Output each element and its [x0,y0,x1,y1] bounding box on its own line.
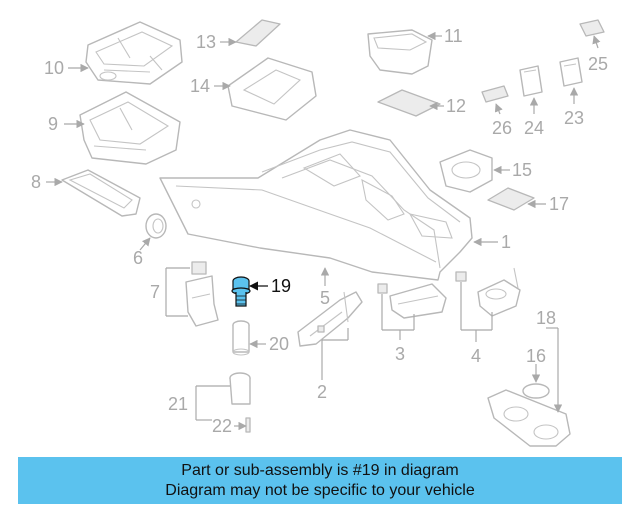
callout-9-label: 9 [48,114,58,134]
part-17-mat [487,187,535,211]
part-9-console-tray [79,91,181,165]
part-25-plug [579,19,605,37]
callout-14-label: 14 [190,76,210,96]
callout-14: 14 [190,76,231,96]
callout-26: 26 [492,103,512,138]
callout-5: 5 [320,267,330,308]
part-2-bracket [297,291,363,347]
callout-18: 18 [536,308,563,413]
callout-16: 16 [526,346,546,383]
callout-7-label: 7 [150,282,160,302]
callout-6-label: 6 [133,248,143,268]
callout-21-label: 21 [168,394,188,414]
callout-19-label: 19 [271,276,291,296]
callout-11-label: 11 [444,26,463,46]
callout-7: 7 [150,267,190,317]
callout-4: 4 [460,282,493,366]
callout-10: 10 [44,58,89,78]
callout-1-label: 1 [501,232,511,252]
part-4-bracket [455,267,521,317]
callout-13: 13 [196,32,237,52]
callout-25-label: 25 [588,54,608,74]
callout-21: 21 [168,385,230,421]
callout-3-label: 3 [395,344,405,364]
callout-19: 19 [249,276,291,296]
part-13-pad [235,19,281,47]
callout-18-label: 18 [536,308,556,328]
callout-6: 6 [133,237,151,268]
callout-24: 24 [524,97,544,138]
callout-13-label: 13 [196,32,216,52]
part-22-pin [245,417,251,433]
callout-22: 22 [212,416,247,436]
callout-12-label: 12 [446,96,466,116]
callout-8: 8 [31,172,63,192]
part-8-trim-panel [61,169,141,217]
part-18-insert [487,389,571,447]
part-6-round-cover [145,213,167,239]
part-1-console-body [159,129,473,281]
callout-5-label: 5 [320,288,330,308]
part-23-switch [559,57,583,87]
callout-17-label: 17 [549,194,569,214]
callout-26-label: 26 [492,118,512,138]
callout-11: 11 [427,26,463,46]
part-14-liner [227,57,317,121]
part-19-bolt [231,276,251,307]
callout-20-label: 20 [269,334,289,354]
part-3-bracket [377,283,447,319]
part-7-bracket [185,261,219,327]
callout-20: 20 [249,334,289,354]
part-11-bin [367,29,433,75]
callout-22-label: 22 [212,416,232,436]
callout-16-label: 16 [526,346,546,366]
parts-diagram: 1 2 3 4 5 6 7 8 9 [31,19,608,447]
part-15-cup-holder [439,149,493,193]
callout-3: 3 [381,294,415,364]
callout-24-label: 24 [524,118,544,138]
part-16-cap [522,383,550,399]
callout-2-label: 2 [317,382,327,402]
part-24-switch [519,65,543,97]
callout-15-label: 15 [512,160,532,180]
callout-1: 1 [473,232,511,252]
callout-23: 23 [564,87,584,128]
callout-4-label: 4 [471,346,481,366]
callout-15: 15 [493,160,532,180]
callout-9: 9 [48,114,85,134]
callout-17: 17 [527,194,569,214]
part-21-socket [229,372,251,405]
banner-line-disclaimer: Diagram may not be specific to your vehi… [165,481,475,499]
callout-2: 2 [317,328,349,402]
info-banner: Part or sub-assembly is #19 in diagram D… [18,457,622,504]
part-26-plug [481,85,509,103]
callout-12: 12 [429,96,466,116]
part-12-mat [377,89,441,117]
banner-line-part: Part or sub-assembly is #19 in diagram [181,461,459,479]
callout-10-label: 10 [44,58,64,78]
callout-23-label: 23 [564,108,584,128]
callout-25: 25 [588,35,608,74]
callout-8-label: 8 [31,172,41,192]
part-10-tray-assembly [85,21,183,85]
part-20-socket [232,320,250,356]
